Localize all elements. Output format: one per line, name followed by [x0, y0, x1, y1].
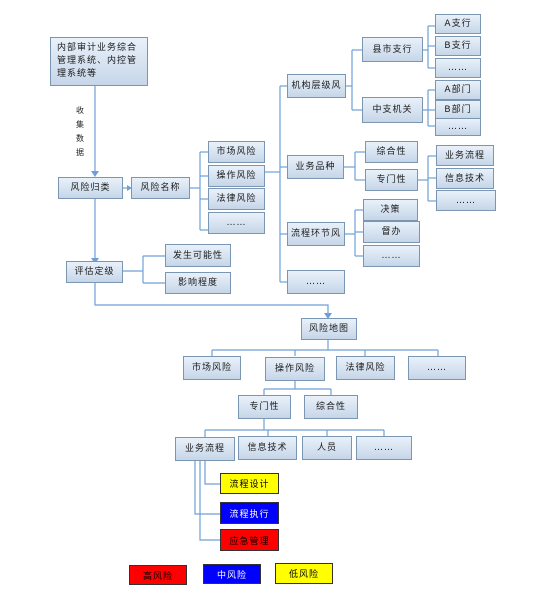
- handling-box: 督办: [363, 221, 420, 243]
- proc-design-box: 流程设计: [220, 473, 279, 494]
- branch-box: 县市支行: [362, 37, 423, 62]
- arrowhead: [127, 185, 132, 191]
- legend-low-risk: 低风险: [275, 563, 333, 584]
- more-risk-box: ……: [208, 212, 265, 234]
- arrowhead: [91, 171, 99, 177]
- risk-name-box: 风险名称: [131, 177, 190, 199]
- collect-char-2: 集: [76, 120, 84, 129]
- connector: [204, 461, 220, 485]
- more-biz-box: ……: [436, 190, 496, 211]
- probability-box: 发生可能性: [165, 244, 231, 267]
- more-dept-box: ……: [435, 118, 481, 136]
- arrowhead: [324, 313, 332, 319]
- map-legal-box: 法律风险: [336, 356, 395, 380]
- decision-box: 决策: [363, 199, 418, 221]
- map-op-box: 操作风险: [265, 357, 325, 381]
- connector: [199, 461, 220, 541]
- collect-char-4: 据: [76, 148, 84, 157]
- b-sub-branch-box: B支行: [435, 36, 481, 56]
- map-it-box: 信息技术: [238, 436, 297, 460]
- legal-risk-box: 法律风险: [208, 188, 265, 210]
- source-systems-box: 内部审计业务综合管理系统、内控管理系统等: [50, 37, 148, 86]
- market-risk-box: 市场风险: [208, 141, 265, 163]
- specialty-box: 专门性: [365, 169, 418, 191]
- op-risk-box: 操作风险: [208, 165, 265, 187]
- risk-collect-box: 风险归类: [58, 177, 123, 199]
- map-people-box: 人员: [302, 436, 352, 460]
- b-dept-box: B部门: [435, 100, 481, 120]
- emergency-box: 应急管理: [220, 529, 279, 551]
- collect-char-1: 收: [76, 106, 84, 115]
- central-box: 中支机关: [362, 97, 423, 123]
- connector: [94, 283, 329, 317]
- legend-mid-risk: 中风险: [203, 564, 261, 584]
- impact-box: 影响程度: [165, 272, 231, 294]
- proc-exec-box: 流程执行: [220, 502, 279, 524]
- collect-data-label: 收 集 数 据: [74, 104, 86, 160]
- org-level-box: 机构层级风: [287, 74, 346, 98]
- assess-box: 评估定级: [66, 261, 123, 283]
- process-link-box: 流程环节风: [287, 222, 345, 246]
- map-more-box: ……: [408, 356, 466, 380]
- compliance-box: 综合性: [365, 141, 418, 163]
- more-link-box: ……: [363, 245, 420, 267]
- a-sub-branch-box: A支行: [435, 14, 481, 34]
- map-process-box: 业务流程: [175, 437, 235, 461]
- biz-variety-box: 业务品种: [287, 155, 344, 179]
- risk-map-box: 风险地图: [301, 318, 357, 340]
- map-compliance-box: 综合性: [304, 395, 358, 419]
- map-special-box: 专门性: [238, 395, 291, 419]
- map-market-box: 市场风险: [183, 356, 241, 380]
- connector: [194, 461, 220, 515]
- map-more-2-box: ……: [356, 436, 412, 460]
- legend-high-risk: 高风险: [129, 565, 187, 585]
- collect-char-3: 数: [76, 134, 84, 143]
- biz-process-box: 业务流程: [436, 145, 494, 166]
- a-dept-box: A部门: [435, 80, 481, 100]
- more-dim-box: ……: [287, 270, 345, 294]
- more-sub-branch-box: ……: [435, 58, 481, 78]
- info-tech-box: 信息技术: [436, 168, 494, 189]
